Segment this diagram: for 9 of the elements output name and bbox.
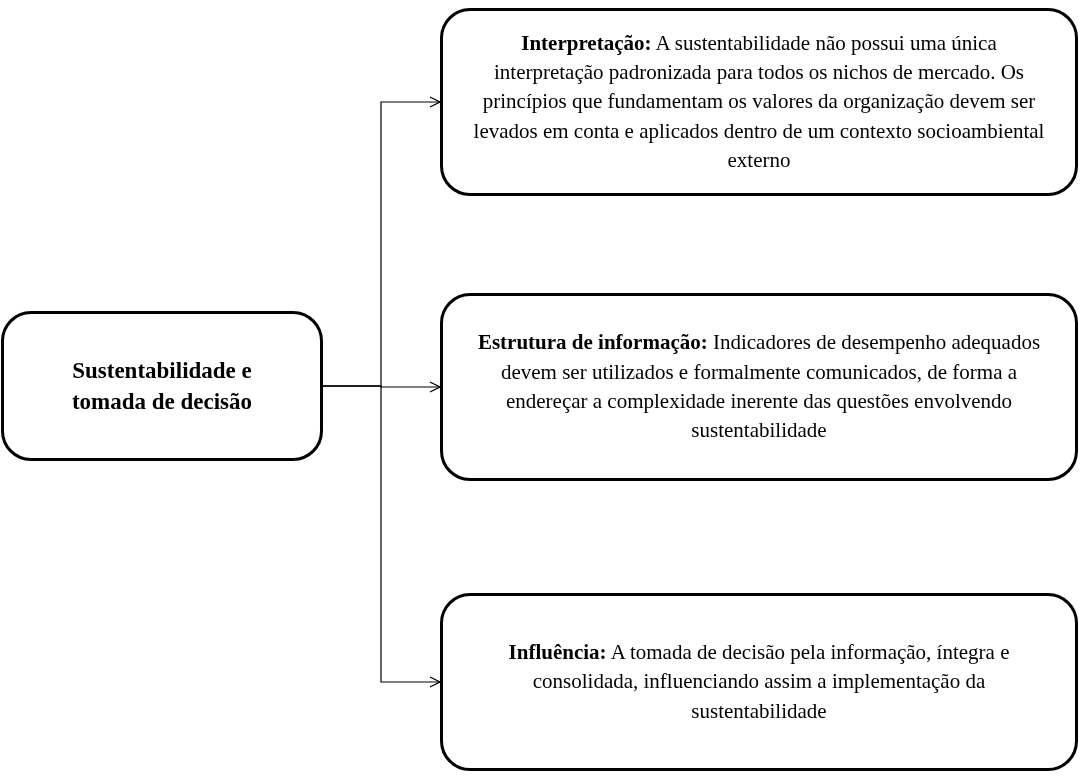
arrow: [322, 385, 441, 688]
topic-box: [1, 311, 323, 461]
description-text: Estrutura de informação: Indicadores de desempenho adequados devem ser utilizados e formalmente comunicados, de forma a endereçar a complexidade inerente das questões envolvendo sustentabilidade: [476, 329, 1042, 445]
description-text: Interpretação: A sustentabilidade não possui uma única interpretação padronizada para todos os nichos de mercado. Os princípios que fundamentam os valores da organização devem ser levados em conta e aplicados dentro de um contexto socioambiental externo: [472, 29, 1046, 175]
description-text: Influência: A tomada de decisão pela informação, íntegra e consolidada, influenciando assim a implementação da sustentabilidade: [507, 638, 1011, 725]
description-box: [440, 293, 1078, 481]
description-box: [440, 593, 1078, 771]
description-box: [440, 8, 1078, 196]
topic-text: Sustentabilidade e tomada de decisão: [70, 356, 254, 416]
